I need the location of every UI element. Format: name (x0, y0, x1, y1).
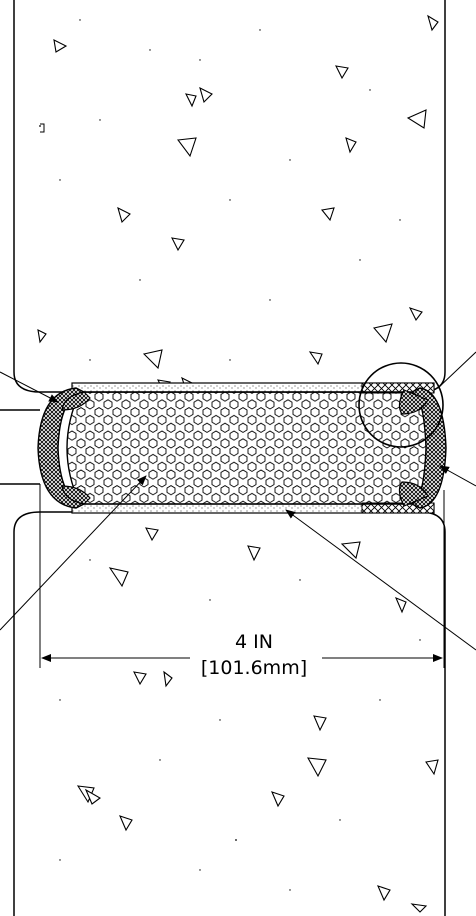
left-end-seal (37, 387, 87, 509)
leader-right-seal (439, 465, 476, 487)
right-end-seal (410, 387, 447, 509)
detail-callout-circle (358, 362, 444, 448)
leader-left-seal (0, 371, 59, 403)
core-filler (66, 391, 434, 505)
left-seal-upper-lobe (61, 391, 91, 411)
concrete-speckles (39, 19, 421, 891)
leader-core (0, 475, 147, 631)
dimension-primary-text: 4 IN (235, 631, 273, 653)
right-seal-upper-lobe (398, 389, 429, 415)
leader-detail-circle (437, 351, 476, 389)
right-seal-lower-lobe (398, 481, 429, 507)
small-mark (40, 123, 45, 133)
lower-concrete-slab (13, 511, 446, 916)
aggregate-triangles (37, 14, 439, 913)
dimension-secondary-text: [101.6mm] (201, 657, 307, 679)
leader-bottom-plate (285, 509, 476, 651)
left-seal-lower-lobe (61, 485, 91, 505)
